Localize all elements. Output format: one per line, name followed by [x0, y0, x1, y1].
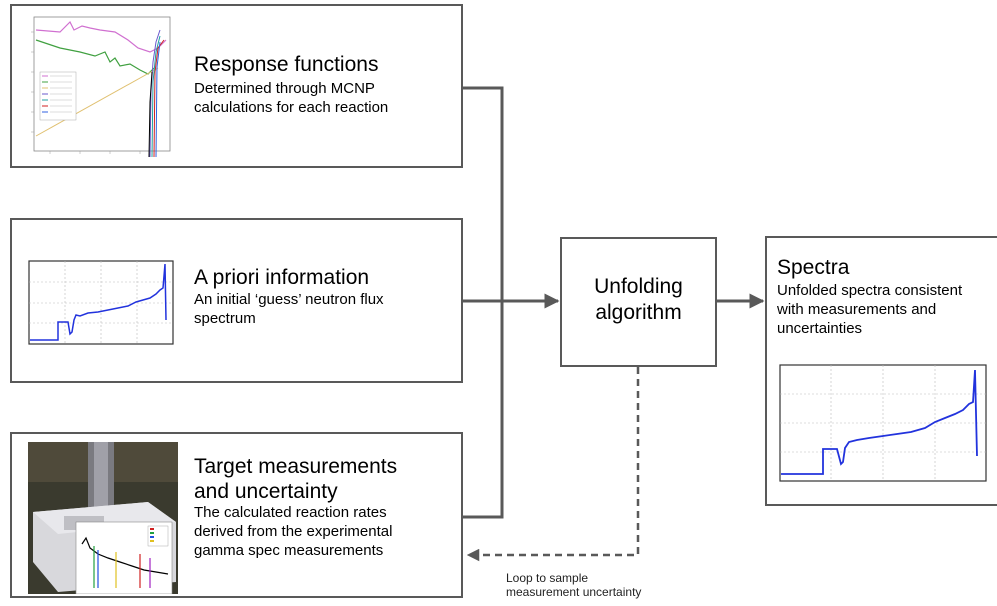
loop-label-line-2: measurement uncertainty — [506, 585, 642, 599]
target-measurements-box: Target measurements and uncertainty The … — [10, 432, 463, 598]
response-functions-title: Response functions — [194, 53, 379, 76]
target-desc-line-2: derived from the experimental — [194, 523, 393, 540]
unfolding-title-line-2: algorithm — [595, 301, 682, 324]
loop-label: Loop to sample measurement uncertainty — [506, 571, 641, 599]
spectra-desc-line-1: Unfolded spectra consistent — [777, 282, 963, 299]
target-desc-line-1: The calculated reaction rates — [194, 504, 387, 521]
target-desc-line-3: gamma spec measurements — [194, 542, 384, 559]
loop-label-line-1: Loop to sample — [506, 571, 589, 585]
response-functions-desc-line-2: calculations for each reaction — [194, 99, 389, 116]
neutron-spectrum-plot-icon — [28, 260, 174, 345]
unfolded-spectrum-plot-icon — [779, 364, 987, 482]
spectra-desc-line-2: with measurements and — [777, 301, 937, 318]
response-functions-desc-line-1: Determined through MCNP — [194, 80, 375, 97]
unfolding-title-line-1: Unfolding — [594, 275, 683, 298]
a-priori-desc-line-1: An initial ‘guess’ neutron flux — [194, 291, 384, 308]
loop-arrow — [466, 367, 640, 562]
unfolding-algorithm-box: Unfolding algorithm — [560, 237, 717, 367]
detector-photo-icon — [28, 442, 178, 594]
a-priori-box: A priori information An initial ‘guess’ … — [10, 218, 463, 383]
a-priori-title: A priori information — [194, 266, 370, 289]
response-functions-box: Response functions Determined through MC… — [10, 4, 463, 168]
response-functions-plot-icon — [31, 16, 171, 158]
target-title-line-2: and uncertainty — [194, 480, 338, 503]
spectra-title: Spectra — [777, 256, 850, 279]
target-title-line-1: Target measurements — [194, 455, 398, 478]
spectra-box: Spectra Unfolded spectra consistent with… — [765, 236, 997, 506]
a-priori-desc-line-2: spectrum — [194, 310, 256, 327]
spectra-desc-line-3: uncertainties — [777, 320, 863, 337]
